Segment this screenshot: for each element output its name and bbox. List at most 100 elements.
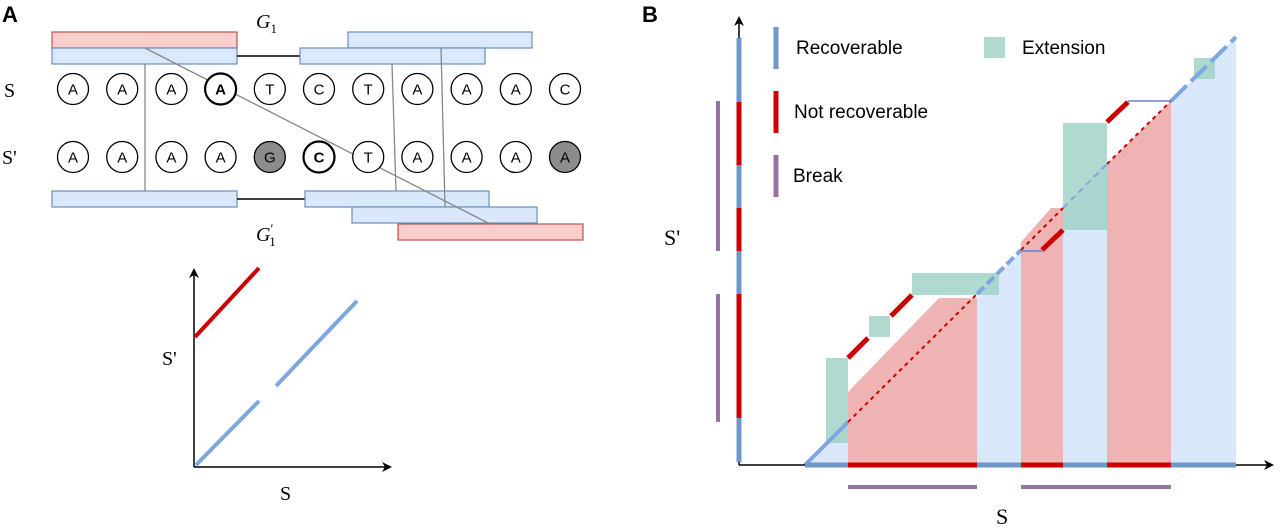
- sprime-nucleotide-letter: A: [117, 150, 127, 167]
- sprime-nucleotide-letter: A: [216, 150, 226, 167]
- sprime-nucleotide-circle: [548, 140, 582, 174]
- panel-a: A G1 G′1 S S' A A A A T C T A A A C A A A A G C T A A A A: [2, 2, 584, 505]
- shifted-red-3: [1040, 228, 1065, 252]
- mini-x-label: S: [280, 483, 291, 505]
- sprime-nucleotide-letter: A: [511, 150, 521, 167]
- s-nucleotide-letter: T: [265, 82, 274, 99]
- sprime-nucleotide-circle: [302, 140, 336, 174]
- sprime-nucleotide-circle: [499, 140, 532, 174]
- sprime-nucleotide-letter: G: [264, 150, 276, 167]
- s-nucleotide-letter: T: [364, 82, 373, 99]
- s-nucleotide-letter: A: [462, 82, 472, 99]
- s-nucleotide-circle: [106, 72, 139, 106]
- s-nucleotide-circle: [204, 72, 238, 106]
- diag-recoverable-1: [803, 420, 850, 467]
- legend-extension-label: Extension: [1022, 38, 1105, 59]
- bottom-blue-block-3: [351, 206, 538, 224]
- row-sprime-label: S': [2, 147, 17, 169]
- anchor-line-diagonal: [144, 47, 491, 225]
- diag-dotted-red-2: [1020, 207, 1064, 251]
- sprime-nucleotide-letter: T: [364, 150, 373, 167]
- s-nucleotide-letter: A: [68, 82, 78, 99]
- mini-blue-segment-1: [194, 399, 261, 467]
- row-s-label: S: [4, 80, 15, 102]
- s-nucleotide-circle: [450, 72, 483, 106]
- bottom-group-label: G′1: [256, 221, 276, 249]
- legend-extension-swatch: [984, 37, 1005, 58]
- legend-recoverable-label: Recoverable: [796, 38, 903, 59]
- mini-blue-segment-2: [274, 299, 359, 388]
- shifted-red-1: [846, 336, 870, 360]
- mini-red-segment: [193, 266, 261, 339]
- b-y-label: S': [664, 225, 680, 250]
- s-nucleotide-letter: C: [314, 82, 325, 99]
- s-nucleotide-circle: [253, 72, 286, 106]
- sprime-nucleotide-letter: A: [412, 150, 422, 167]
- sprime-nucleotide-circle: [106, 140, 139, 174]
- sprime-nucleotide-circle: [155, 140, 188, 174]
- legend-not-recoverable-label: Not recoverable: [794, 102, 928, 123]
- s-nucleotide-circle: [499, 72, 532, 106]
- extension-box-4: [1063, 123, 1107, 230]
- sprime-nucleotide-circle: [401, 140, 434, 174]
- diag-recoverable-4: [1169, 35, 1238, 103]
- legend: Recoverable Not recoverable Break Extens…: [773, 27, 1105, 197]
- sprime-nucleotide-circle: [204, 140, 237, 174]
- top-blue-block-1: [51, 47, 238, 65]
- sprime-nucleotide-circle: [450, 140, 483, 174]
- sprime-nucleotide-letter: A: [166, 150, 176, 167]
- diag-dotted-red-3: [1106, 100, 1172, 165]
- mini-y-label: S': [162, 348, 177, 370]
- region-recoverable-4: [1171, 37, 1236, 465]
- anchor-line-2: [391, 63, 397, 192]
- anchor-line-3: [440, 47, 446, 208]
- sprime-nucleotide-letter: C: [314, 150, 325, 167]
- diag-recoverable-2: [975, 248, 1023, 296]
- shifted-red-2: [889, 293, 914, 318]
- diag-dotted-red-1: [847, 293, 978, 423]
- extension-box-2: [869, 316, 890, 337]
- mini-plot: S' S: [162, 266, 392, 505]
- region-not-recoverable-2: [1021, 208, 1063, 465]
- top-group-label: G1: [256, 11, 277, 36]
- sprime-nucleotide-circle: [352, 140, 385, 174]
- s-nucleotide-letter: A: [215, 82, 226, 99]
- region-recoverable-2: [977, 252, 1021, 465]
- panel-b-label: B: [642, 2, 658, 27]
- extension-box-1: [826, 358, 848, 443]
- region-not-recoverable-1: [848, 298, 977, 465]
- s-nucleotide-circle: [352, 72, 385, 106]
- s-nucleotide-circle: [401, 72, 434, 106]
- s-nucleotide-letter: A: [166, 82, 176, 99]
- bottom-red-block: [397, 223, 584, 241]
- s-nucleotide-circle: [302, 72, 336, 106]
- s-nucleotide-letter: A: [117, 82, 127, 99]
- panel-b: B: [642, 2, 1274, 528]
- region-recoverable-3: [1063, 161, 1107, 465]
- bottom-blue-block-2: [304, 190, 490, 208]
- s-nucleotide-letter: A: [511, 82, 521, 99]
- sprime-nucleotide-letter: A: [560, 150, 570, 167]
- bottom-blue-block-1: [51, 190, 238, 208]
- sprime-nucleotide-circle: [253, 140, 286, 174]
- top-red-block: [51, 31, 238, 49]
- sprime-nucleotide-letter: A: [462, 150, 472, 167]
- top-blue-block-2: [299, 47, 486, 65]
- s-nucleotide-letter: C: [560, 82, 571, 99]
- sprime-nucleotide-circle: [56, 140, 90, 174]
- shifted-red-4: [1105, 100, 1130, 124]
- sprime-nucleotide-letter: A: [68, 150, 78, 167]
- s-nucleotide-circle: [548, 72, 582, 106]
- s-nucleotide-circle: [56, 72, 90, 106]
- s-nucleotide-letter: A: [412, 82, 422, 99]
- b-x-label: S: [996, 504, 1008, 528]
- extension-box-3: [912, 273, 999, 295]
- s-nucleotide-circle: [155, 72, 188, 106]
- legend-break-label: Break: [793, 166, 843, 187]
- region-not-recoverable-3: [1107, 101, 1171, 465]
- panel-a-label: A: [2, 2, 18, 27]
- top-blue-block-3: [347, 31, 533, 49]
